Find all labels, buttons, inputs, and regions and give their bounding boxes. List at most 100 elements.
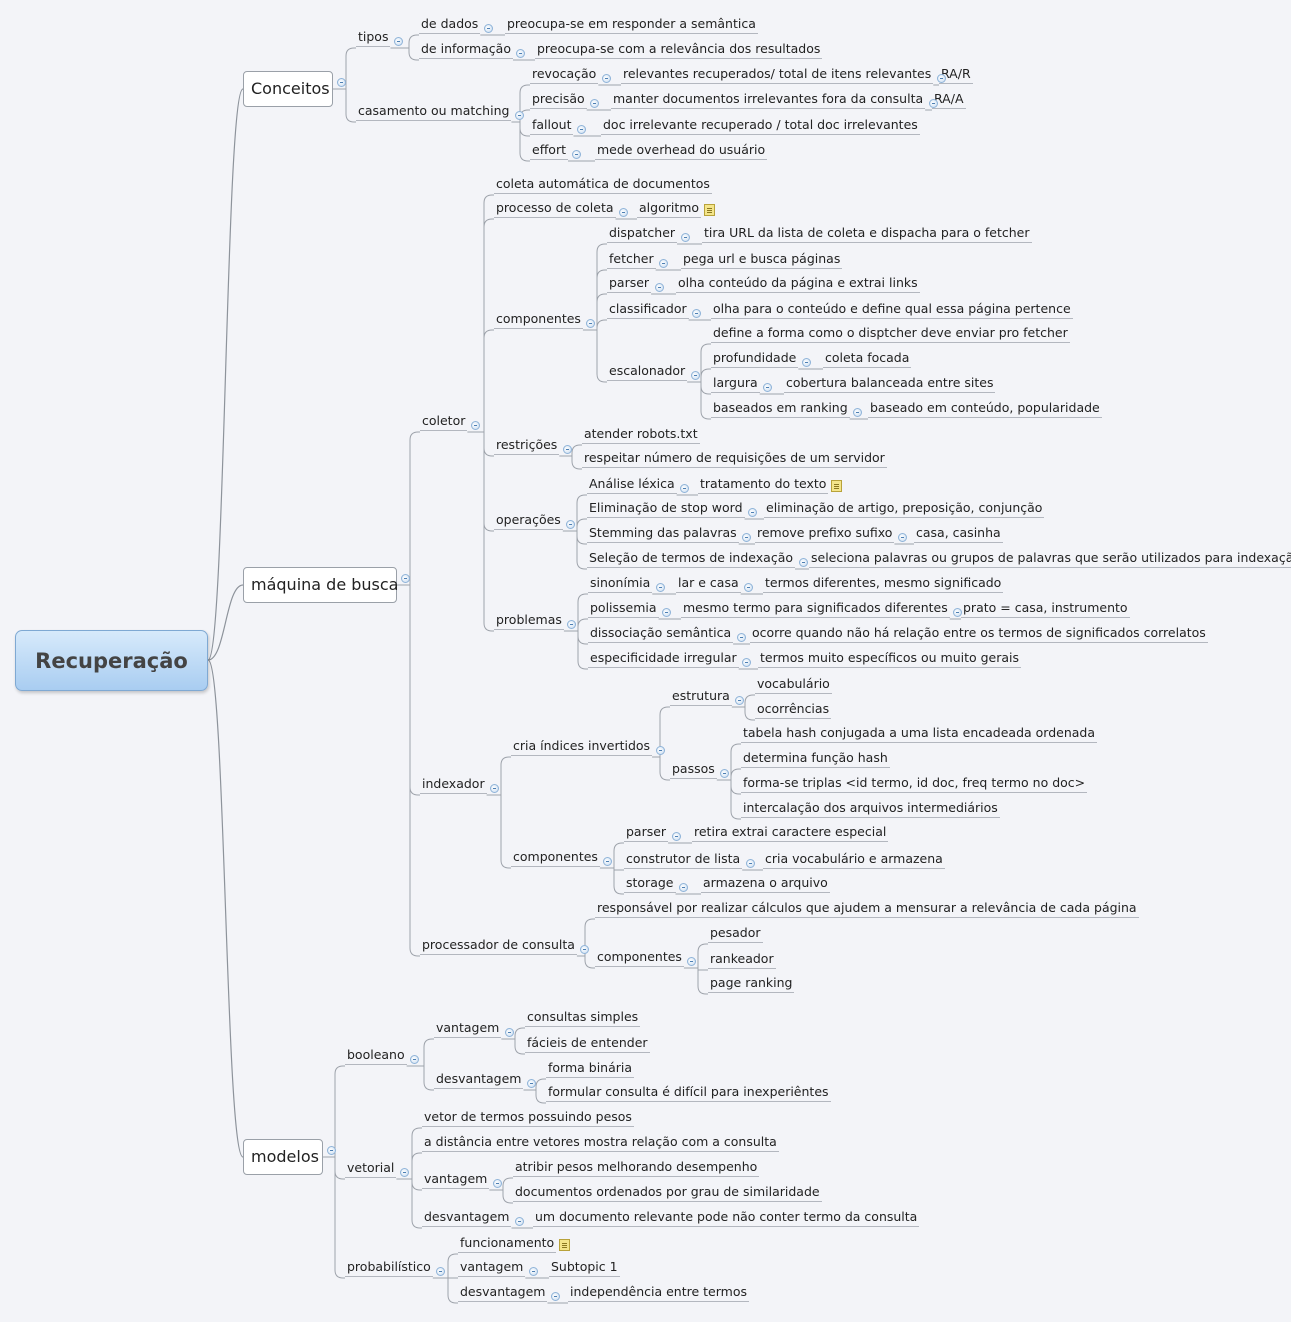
topic-componentes-idx[interactable]: componentes [511,849,600,867]
topic-storage[interactable]: storage [624,875,676,893]
topic-dissociacao-def[interactable]: ocorre quando não há relação entre os te… [750,625,1208,643]
topic-semantica[interactable]: preocupa-se em responder a semântica [505,16,758,34]
topic-dispatcher-def[interactable]: tira URL da lista de coleta e dispacha p… [702,225,1032,243]
topic-dispatcher[interactable]: dispatcher [607,225,678,243]
independencia-collapse-icon[interactable] [550,1291,560,1301]
topic-vetor-termos[interactable]: vetor de termos possuindo pesos [422,1109,634,1127]
topic-consultas-simples[interactable]: consultas simples [525,1009,641,1027]
topic-pesador[interactable]: pesador [708,925,763,943]
topic-parser-def[interactable]: olha conteúdo da página e extrai links [676,275,920,293]
topic-v-desvantagem[interactable]: desvantagem [422,1209,512,1227]
topic-tipos[interactable]: tipos [356,29,391,47]
topic-processo-coleta[interactable]: processo de coleta [494,200,616,218]
topic-selecao[interactable]: Seleção de termos de indexação [587,550,795,568]
topic-estrutura[interactable]: estrutura [670,688,732,706]
semantica-collapse-icon[interactable] [483,23,493,33]
topic-p-vantagem[interactable]: vantagem [458,1259,526,1277]
casamento-collapse-icon[interactable] [514,110,524,120]
topic-parser[interactable]: parser [607,275,652,293]
topic-vocabulario[interactable]: vocabulário [755,676,832,694]
topic-atribuir[interactable]: atribir pesos melhorando desempenho [513,1159,760,1177]
topic-rev-def[interactable]: relevantes recuperados/ total de itens r… [621,66,934,84]
topic-stopword-def[interactable]: eliminação de artigo, preposição, conjun… [764,500,1045,518]
classificador_def-collapse-icon[interactable] [692,308,702,318]
prec_def-collapse-icon[interactable] [590,98,600,108]
stopword_def-collapse-icon[interactable] [748,507,758,517]
topic-effort-def[interactable]: mede overhead do usuário [595,142,768,160]
topic-parser2-def[interactable]: retira extrai caractere especial [692,824,889,842]
topic-funcao-hash[interactable]: determina função hash [741,750,890,768]
topic-construtor-def[interactable]: cria vocabulário e armazena [763,851,945,869]
topic-polissemia-def[interactable]: mesmo termo para significados diferentes [681,600,950,618]
topic-tratamento[interactable]: tratamento do texto [698,476,829,494]
topic-classificador-def[interactable]: olha para o conteúdo e define qual essa … [711,301,1073,319]
topic-p-desvantagem[interactable]: desvantagem [458,1284,548,1302]
processador-collapse-icon[interactable] [580,944,590,954]
topic-prato[interactable]: prato = casa, instrumento [961,600,1130,618]
ranking_def-collapse-icon[interactable] [853,407,863,417]
parser_def-collapse-icon[interactable] [654,282,664,292]
topic-classificador[interactable]: classificador [607,301,689,319]
topic-intercalacao[interactable]: intercalação dos arquivos intermediários [741,800,1000,818]
topic-de-informacao[interactable]: de informação [419,41,513,59]
topic-prec-def[interactable]: manter documentos irrelevantes fora da c… [611,91,926,109]
topic-lar-casa[interactable]: lar e casa [676,575,741,593]
topic-booleano[interactable]: booleano [345,1047,407,1065]
topic-indexador[interactable]: indexador [420,776,487,794]
topic-stopword[interactable]: Eliminação de stop word [587,500,745,518]
topic-sinonimia-def[interactable]: termos diferentes, mesmo significado [763,575,1004,593]
especificidade_def-collapse-icon[interactable] [742,657,752,667]
main-topic-conceitos[interactable]: Conceitos [243,71,333,107]
topic-profundidade[interactable]: profundidade [711,350,799,368]
dissociacao_def-collapse-icon[interactable] [736,632,746,642]
topic-restricoes[interactable]: restrições [494,437,560,455]
v_vantagem-collapse-icon[interactable] [492,1178,502,1188]
tratamento-collapse-icon[interactable] [680,483,690,493]
main-topic-maquina-de-busca[interactable]: máquina de busca [243,567,398,603]
componentes_col-collapse-icon[interactable] [586,318,596,328]
topic-fetcher-def[interactable]: pega url e busca páginas [681,251,843,269]
selecao_def-collapse-icon[interactable] [798,557,808,567]
topic-componentes-proc[interactable]: componentes [595,949,684,967]
topic-triplas[interactable]: forma-se triplas <id termo, id doc, freq… [741,775,1088,793]
relevancia-collapse-icon[interactable] [516,48,526,58]
topic-fallout-def[interactable]: doc irrelevante recuperado / total doc i… [601,117,920,135]
topic-formular[interactable]: formular consulta é difícil para inexper… [546,1084,831,1102]
topic-operacoes[interactable]: operações [494,512,563,530]
topic-stemming[interactable]: Stemming das palavras [587,525,739,543]
stemming_def-collapse-icon[interactable] [742,532,752,542]
topic-ocorrencias[interactable]: ocorrências [755,701,832,719]
componentes_proc-collapse-icon[interactable] [687,956,697,966]
topic-rankeador[interactable]: rankeador [708,951,776,969]
dispatcher_def-collapse-icon[interactable] [680,232,690,242]
problemas-collapse-icon[interactable] [567,619,577,629]
topic-forma-binaria[interactable]: forma binária [546,1060,635,1078]
topic-requisicoes[interactable]: respeitar número de requisições de um se… [582,450,887,468]
probabilistico-collapse-icon[interactable] [436,1266,446,1276]
topic-effort[interactable]: effort [530,142,568,160]
topic-probabilistico[interactable]: probabilístico [345,1259,433,1277]
topic-processador[interactable]: processador de consulta [420,937,577,955]
b_desvantagem-collapse-icon[interactable] [526,1078,536,1088]
vetorial-collapse-icon[interactable] [399,1167,409,1177]
topic-largura[interactable]: largura [711,375,760,393]
topic-componentes-col[interactable]: componentes [494,311,583,329]
topic-subtopic[interactable]: Subtopic 1 [549,1259,620,1277]
root-topic[interactable]: Recuperação [15,630,208,691]
topic-cobertura[interactable]: cobertura balanceada entre sites [784,375,996,393]
cria_indices-collapse-icon[interactable] [655,745,665,755]
topic-especificidade-def[interactable]: termos muito específicos ou muito gerais [758,650,1022,668]
algoritmo-collapse-icon[interactable] [619,207,628,217]
topic-faceis[interactable]: fácieis de entender [525,1035,650,1053]
conceitos-collapse-icon[interactable] [336,77,346,87]
topic-cria-indices[interactable]: cria índices invertidos [511,738,653,756]
topic-precisao[interactable]: precisão [530,91,587,109]
topic-rar[interactable]: RA/R [939,66,973,84]
topic-algoritmo[interactable]: algoritmo [637,200,702,218]
topic-passos[interactable]: passos [670,761,717,779]
topic-b-desvantagem[interactable]: desvantagem [434,1071,524,1089]
topic-funcionamento[interactable]: funcionamento [458,1235,557,1253]
topic-escalonador[interactable]: escalonador [607,363,688,381]
topic-sinonimia[interactable]: sinonímia [588,575,653,593]
topic-revocacao[interactable]: revocação [530,66,599,84]
